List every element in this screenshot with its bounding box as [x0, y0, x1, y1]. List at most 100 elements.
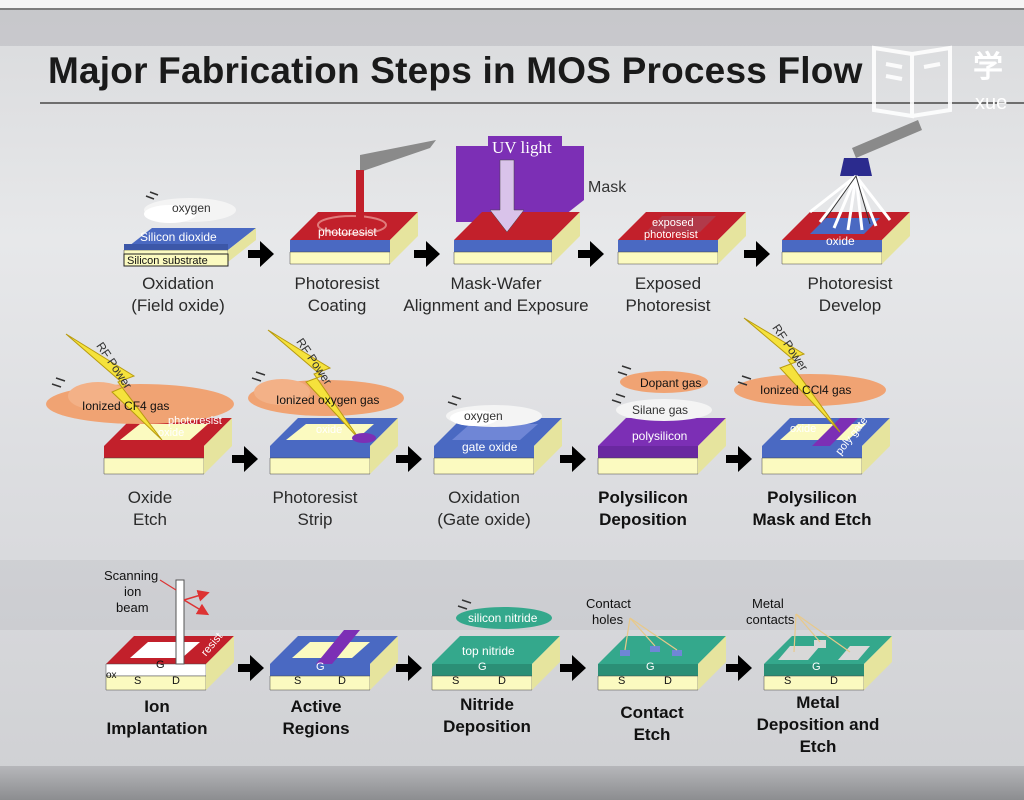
- label-contacts: contacts: [746, 612, 795, 627]
- label-d: D: [338, 675, 346, 687]
- caption-line: Nitride: [460, 695, 514, 714]
- caption-line: Coating: [307, 296, 367, 315]
- label-scanning: Scanning: [104, 568, 158, 583]
- watermark-chinese-text: 学: [973, 50, 1003, 85]
- step-oxidation-field: oxygen Silicon dioxide Silicon substrate: [123, 191, 256, 267]
- label-s: S: [134, 675, 141, 687]
- caption-metal-deposition-etch: Metal Deposition and Etch: [757, 692, 880, 758]
- caption-line: Develop: [818, 296, 882, 315]
- label-ionized-cf4-gas: Ionized CF4 gas: [82, 399, 169, 413]
- caption-line: Metal: [796, 693, 840, 712]
- caption-line: Mask-Wafer: [450, 274, 542, 293]
- caption-line: Photoresist: [807, 274, 893, 293]
- flow-arrow: [248, 241, 274, 267]
- caption-line: Photoresist: [294, 274, 380, 293]
- caption-line: Photoresist: [625, 296, 711, 315]
- caption-oxidation-field: Oxidation (Field oxide): [131, 273, 225, 317]
- caption-line: Etch: [633, 725, 671, 744]
- label-s: S: [452, 675, 459, 687]
- caption-contact-etch: Contact Etch: [620, 702, 683, 746]
- top-frame-bar: [0, 0, 1024, 10]
- flow-arrow: [232, 446, 258, 472]
- caption-line: Deposition: [443, 717, 531, 736]
- caption-line: Oxide: [127, 488, 173, 507]
- caption-active-regions: Active Regions: [282, 696, 349, 740]
- step-arrows: [232, 241, 770, 681]
- step-photoresist-develop: oxide: [781, 120, 922, 265]
- label-photoresist: photoresist: [318, 225, 377, 239]
- label-mask: Mask: [588, 179, 627, 196]
- label-g: G: [316, 661, 325, 673]
- flow-arrow: [396, 655, 422, 681]
- caption-polysilicon-deposition: Polysilicon Deposition: [598, 487, 688, 531]
- step-exposed-photoresist: exposed photoresist: [617, 212, 746, 265]
- flow-arrow: [578, 241, 604, 267]
- caption-line: Oxidation: [142, 274, 214, 293]
- label-holes: holes: [592, 612, 624, 627]
- step-polysilicon-deposition: Dopant gas Silane gas polysilicon: [597, 365, 726, 475]
- caption-polysilicon-mask-etch: Polysilicon Mask and Etch: [752, 487, 871, 531]
- caption-ion-implantation: Ion Implantation: [106, 696, 207, 740]
- caption-line: Polysilicon: [767, 488, 857, 507]
- label-oxide: oxide: [790, 423, 816, 435]
- caption-line: Etch: [132, 510, 168, 529]
- caption-nitride-deposition: Nitride Deposition: [443, 694, 531, 738]
- label-ionized-ccl4-gas: Ionized CCl4 gas: [760, 383, 851, 397]
- label-exposed-photoresist: photoresist: [644, 229, 698, 241]
- label-d: D: [172, 675, 180, 687]
- flow-arrow: [238, 655, 264, 681]
- label-s: S: [294, 675, 301, 687]
- caption-exposed-photoresist: Exposed Photoresist: [625, 273, 710, 317]
- label-oxide: oxide: [316, 424, 342, 436]
- flow-arrow: [396, 446, 422, 472]
- step-active-regions: S G D: [269, 630, 398, 691]
- flow-arrow: [414, 241, 440, 267]
- label-g: G: [156, 659, 165, 671]
- label-s: S: [618, 675, 625, 687]
- label-oxygen: oxygen: [172, 201, 211, 215]
- step-photoresist-coating: photoresist: [289, 140, 436, 265]
- label-silicon-substrate: Silicon substrate: [127, 255, 208, 267]
- flow-arrow: [560, 446, 586, 472]
- label-oxide: oxide: [158, 427, 184, 439]
- step-photoresist-strip: RF Power Ionized oxygen gas oxide: [248, 329, 404, 475]
- background-band: [0, 10, 1024, 46]
- caption-photoresist-strip: Photoresist Strip: [272, 487, 357, 531]
- caption-line: Contact: [620, 703, 684, 722]
- caption-line: (Field oxide): [131, 296, 225, 315]
- caption-mask-exposure: Mask-Wafer Alignment and Exposure: [403, 273, 588, 317]
- label-silicon-nitride: silicon nitride: [468, 611, 538, 625]
- label-oxide: oxide: [826, 234, 855, 248]
- label-g: G: [646, 661, 655, 673]
- caption-line: Oxidation: [448, 488, 520, 507]
- label-g: G: [812, 661, 821, 673]
- bottom-frame-bar: [0, 766, 1024, 800]
- caption-oxide-etch: Oxide Etch: [128, 487, 172, 531]
- caption-line: Strip: [297, 510, 333, 529]
- label-silicon-dioxide: Silicon dioxide: [140, 230, 217, 244]
- label-g: G: [478, 661, 487, 673]
- label-d: D: [830, 675, 838, 687]
- flow-arrow: [726, 655, 752, 681]
- slide-title: Major Fabrication Steps in MOS Process F…: [48, 50, 863, 91]
- label-beam: beam: [116, 600, 149, 615]
- caption-line: Polysilicon: [598, 488, 688, 507]
- label-top-nitride: top nitride: [462, 644, 515, 658]
- label-ionized-oxygen-gas: Ionized oxygen gas: [276, 393, 379, 407]
- label-photoresist: photoresist: [168, 415, 222, 427]
- label-exposed: exposed: [652, 217, 694, 229]
- caption-photoresist-develop: Photoresist Develop: [807, 273, 892, 317]
- caption-line: Exposed: [634, 274, 702, 293]
- step-polysilicon-mask-etch: RF Power Ionized CCl4 gas oxide poly gat…: [734, 317, 890, 475]
- step-oxidation-gate: oxygen gate oxide: [433, 395, 562, 475]
- label-s: S: [784, 675, 791, 687]
- watermark-book-logo: [872, 45, 952, 119]
- watermark-latin-text: xue: [975, 92, 1008, 114]
- step-metal-deposition-etch: Metal contacts S G D: [746, 596, 892, 691]
- label-silane-gas: Silane gas: [632, 403, 688, 417]
- caption-line: Photoresist: [272, 488, 358, 507]
- label-uv-light: UV light: [492, 138, 552, 157]
- caption-line: Etch: [799, 737, 837, 756]
- caption-line: Alignment and Exposure: [403, 296, 589, 315]
